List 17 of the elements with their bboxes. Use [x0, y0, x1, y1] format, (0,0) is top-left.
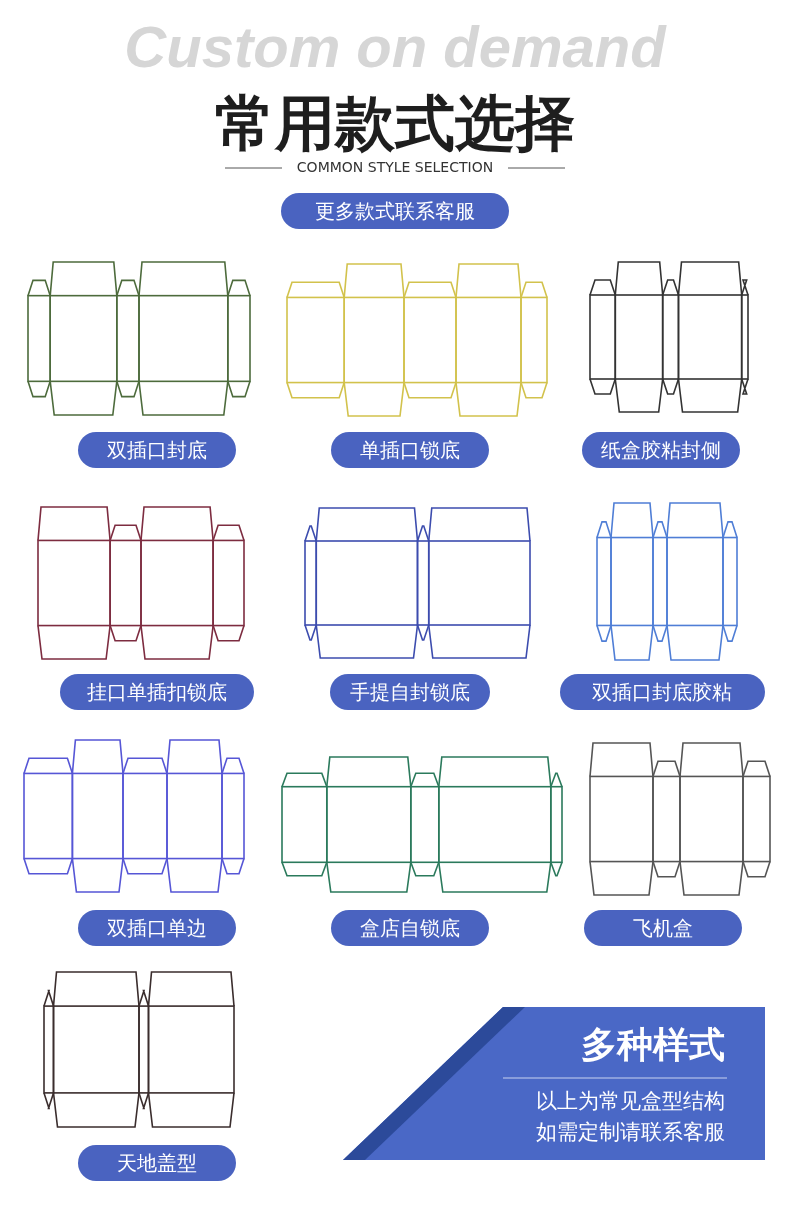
- style-label-pill: 双插口单边: [78, 910, 236, 946]
- page-title: 常用款式选择: [214, 87, 576, 160]
- banner-note: 以上为常见盒型结构: [536, 1088, 725, 1115]
- subtitle: COMMON STYLE SELECTION: [295, 159, 495, 175]
- style-label-pill: 双插口封底: [78, 432, 236, 468]
- style-label-pill: 飞机盒: [584, 910, 742, 946]
- style-label-pill: 纸盒胶粘封侧: [582, 432, 740, 468]
- style-label-pill: 天地盖型: [78, 1145, 236, 1181]
- style-label-pill: 双插口封底胶粘: [559, 674, 765, 710]
- promo-banner: [343, 1007, 765, 1160]
- banner-heading: 多种样式: [581, 1023, 725, 1067]
- style-label-pill: 单插口锁底: [331, 432, 489, 468]
- style-label-pill: 挂口单插扣锁底: [60, 674, 254, 710]
- banner-note: 如需定制请联系客服: [536, 1119, 725, 1146]
- style-label-pill: 更多款式联系客服: [281, 193, 509, 229]
- style-label-pill: 盒店自锁底: [331, 910, 489, 946]
- style-label-pill: 手提自封锁底: [330, 674, 490, 710]
